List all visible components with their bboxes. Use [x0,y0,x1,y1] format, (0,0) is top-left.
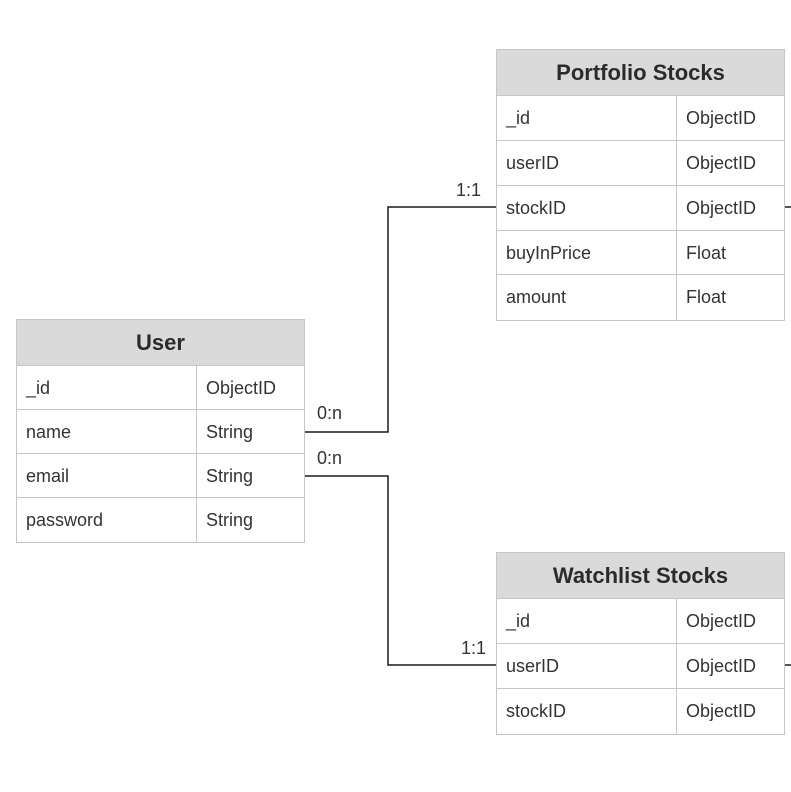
table-row: userID ObjectID [497,644,784,689]
field-type: ObjectID [686,656,757,676]
field-name: userID [497,644,677,688]
field-name: buyInPrice [497,231,677,274]
entity-watchlist-stocks[interactable]: Watchlist Stocks _id ObjectID userID Obj… [496,552,785,735]
table-row: stockID ObjectID [497,689,784,734]
field-name: userID [497,141,677,185]
field-name: _id [17,366,197,409]
table-row: _id ObjectID [17,366,304,410]
field-type: String [206,466,254,486]
field-type: ObjectID [686,701,757,721]
connector-user-watchlist [305,475,496,666]
field-type: ObjectID [686,611,757,631]
field-name: _id [497,96,677,140]
entity-portfolio-stocks[interactable]: Portfolio Stocks _id ObjectID userID Obj… [496,49,785,321]
field-name: _id [497,599,677,643]
field-type: String [206,510,254,530]
field-type: Float [686,287,727,307]
table-row: userID ObjectID [497,141,784,186]
table-row: _id ObjectID [497,96,784,141]
field-type: ObjectID [686,108,757,128]
entity-user-title: User [17,320,304,366]
cardinality-user-portfolio-to: 1:1 [456,180,482,200]
field-name: stockID [497,186,677,230]
entity-watchlist-stocks-title: Watchlist Stocks [497,553,784,599]
table-row: buyInPrice Float [497,231,784,275]
field-name: stockID [497,689,677,734]
field-type: ObjectID [686,198,757,218]
field-type: Float [686,243,727,263]
table-row: password String [17,498,304,542]
field-type: ObjectID [686,153,757,173]
field-type: String [206,422,254,442]
entity-portfolio-stocks-title: Portfolio Stocks [497,50,784,96]
table-row: email String [17,454,304,498]
entity-user[interactable]: User _id ObjectID name String email Stri… [16,319,305,543]
cardinality-user-portfolio-from: 0:n [317,403,343,423]
connector-user-portfolio [305,206,496,433]
cardinality-user-watchlist-from: 0:n [317,448,343,468]
field-name: password [17,498,197,542]
table-row: amount Float [497,275,784,320]
field-type: ObjectID [206,378,277,398]
field-name: email [17,454,197,497]
table-row: name String [17,410,304,454]
table-row: _id ObjectID [497,599,784,644]
cardinality-user-watchlist-to: 1:1 [461,638,487,658]
table-row: stockID ObjectID [497,186,784,231]
field-name: name [17,410,197,453]
field-name: amount [497,275,677,320]
